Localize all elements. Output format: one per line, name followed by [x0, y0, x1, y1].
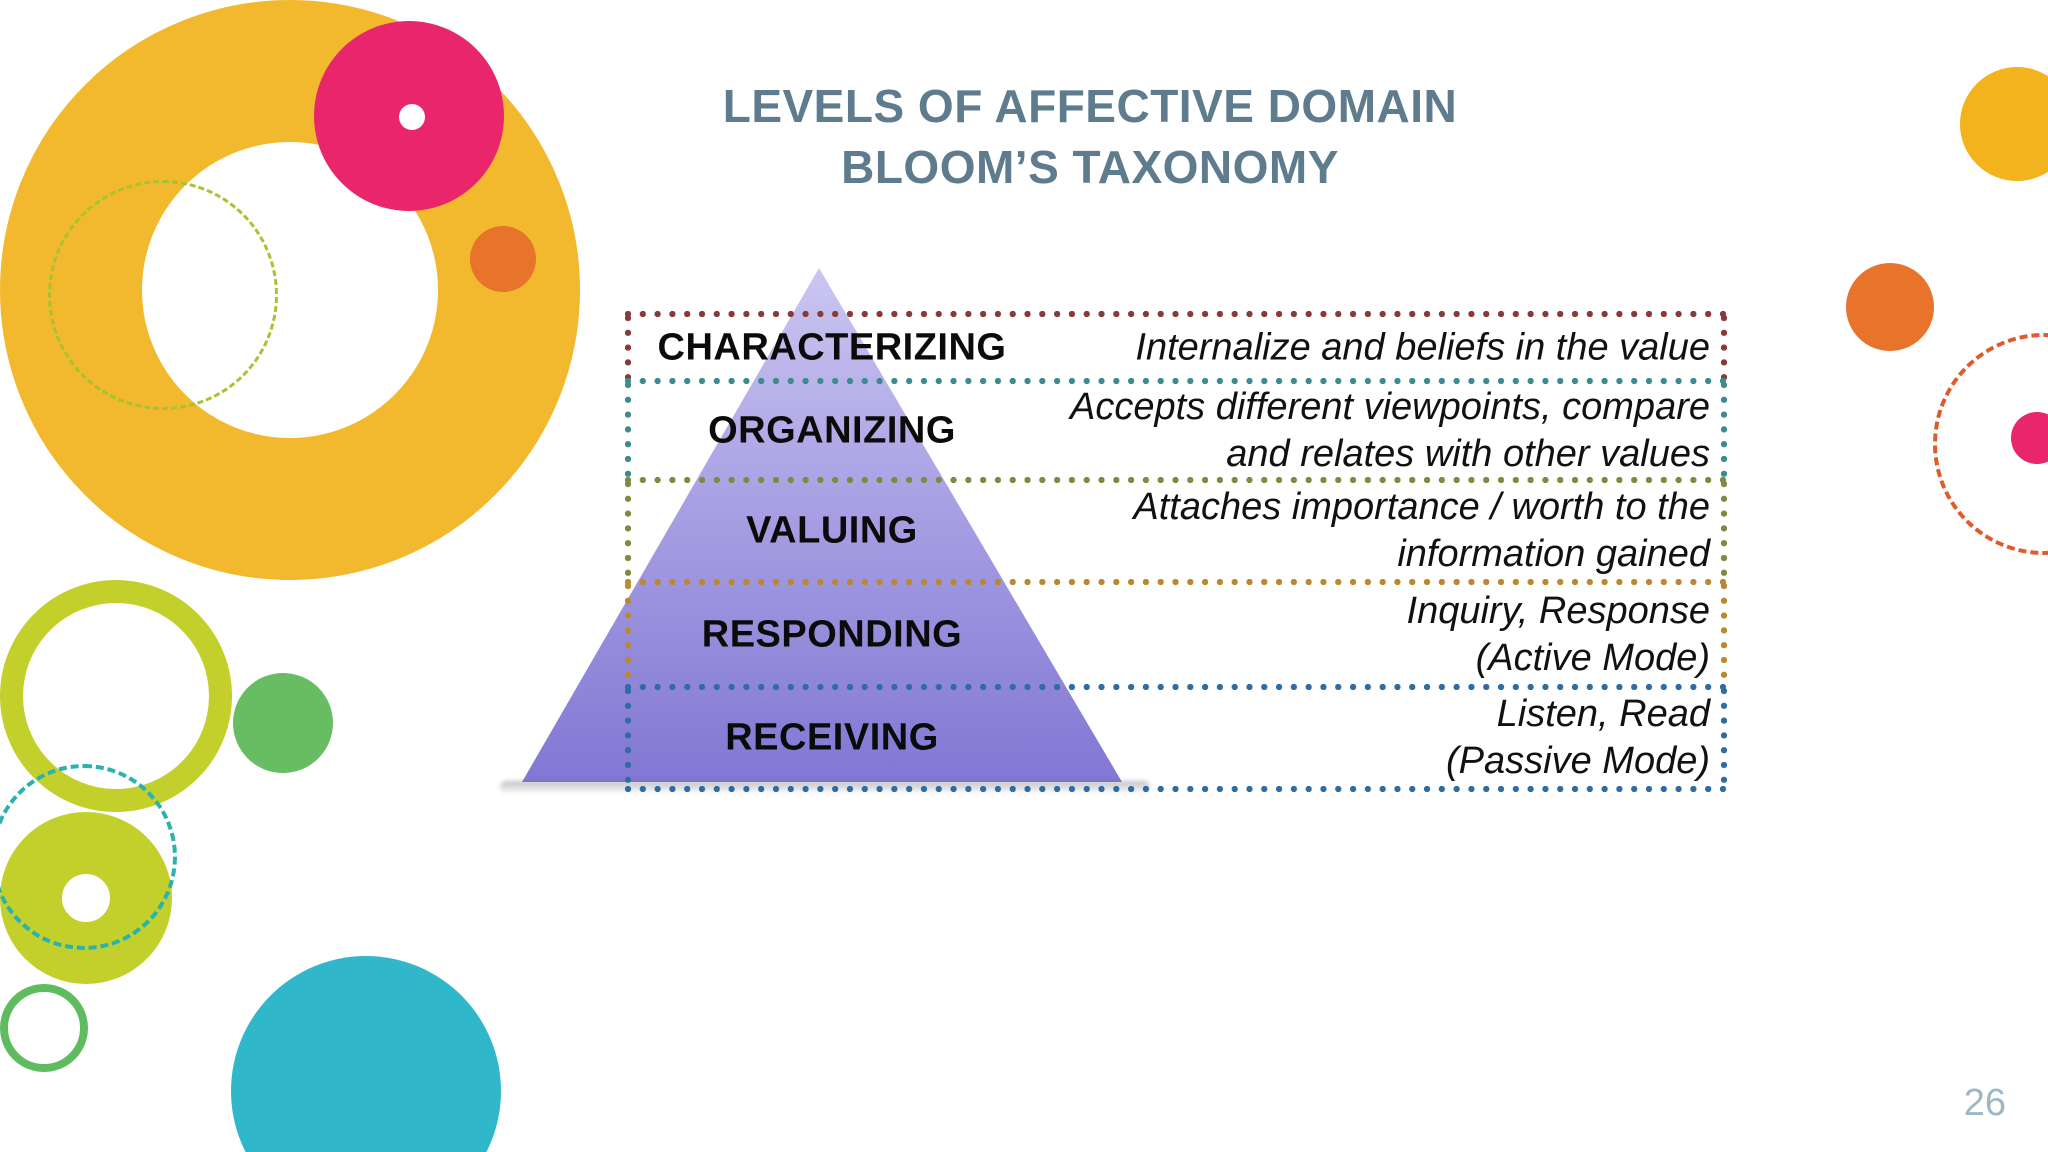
taxonomy-levels-table: CHARACTERIZING Internalize and beliefs i…	[624, 310, 1728, 793]
dashed-circle-yellowgreen	[48, 180, 278, 410]
row-dotted-border-left	[624, 687, 632, 789]
row-dotted-border-top	[624, 476, 1728, 484]
row-dotted-border-left	[624, 314, 632, 381]
chartreuse-ring	[0, 580, 232, 812]
taxonomy-level-label: ORGANIZING	[708, 409, 956, 451]
title-line-2: BLOOM’S TAXONOMY	[841, 141, 1339, 193]
description-line: Inquiry, Response	[1406, 589, 1710, 632]
pink-circle-small	[2011, 412, 2048, 464]
title-line-1: LEVELS OF AFFECTIVE DOMAIN	[722, 80, 1458, 132]
dashed-circle-teal	[0, 764, 177, 950]
page-number: 26	[1963, 1082, 2006, 1124]
description-line: and relates with other values	[1226, 432, 1710, 475]
taxonomy-level-description: Attaches importance / worth to the inform…	[628, 484, 1710, 578]
yellow-circle-top-right	[1960, 67, 2048, 181]
green-ring	[0, 984, 88, 1072]
row-dotted-border-left	[624, 480, 632, 582]
row-dotted-border-top	[624, 578, 1728, 586]
row-dotted-border-right	[1720, 582, 1728, 687]
row-dotted-border-left	[624, 582, 632, 687]
chartreuse-donut-circle	[0, 812, 172, 984]
row-dotted-border-top	[624, 683, 1728, 691]
taxonomy-row: ORGANIZING Accepts different viewpoints,…	[624, 377, 1728, 480]
row-dotted-border-right	[1720, 314, 1728, 381]
row-dotted-border-top	[624, 377, 1728, 385]
taxonomy-level-label: CHARACTERIZING	[657, 326, 1007, 368]
description-line: (Passive Mode)	[1446, 740, 1710, 782]
taxonomy-level-label: RECEIVING	[725, 716, 939, 759]
taxonomy-row: VALUING Attaches importance / worth to t…	[624, 476, 1728, 582]
yellow-donut-circle	[0, 0, 580, 580]
taxonomy-level-label: VALUING	[746, 509, 918, 552]
description-line: Attaches importance / worth to the	[1133, 485, 1710, 528]
description-line: (Active Mode)	[1475, 636, 1710, 679]
taxonomy-level-label: RESPONDING	[701, 613, 963, 655]
green-circle	[233, 673, 333, 773]
taxonomy-row: CHARACTERIZING Internalize and beliefs i…	[624, 310, 1728, 381]
row-dotted-border-left	[624, 381, 632, 480]
description-line: Listen, Read	[1496, 692, 1710, 735]
description-line: Accepts different viewpoints, compare	[1070, 385, 1710, 428]
teal-circle-large	[231, 956, 501, 1152]
taxonomy-level-description: Inquiry, Response(Active Mode)	[628, 587, 1710, 681]
page-title: LEVELS OF AFFECTIVE DOMAIN BLOOM’S TAXON…	[660, 76, 1520, 198]
orange-circle-right	[1846, 263, 1934, 351]
orange-circle-small	[470, 226, 536, 292]
dashed-circle-orange	[1933, 333, 2048, 555]
taxonomy-level-description: Internalize and beliefs in the value	[628, 324, 1710, 371]
description-line: information gained	[1397, 533, 1710, 575]
row-dotted-border-bottom	[624, 785, 1728, 793]
taxonomy-row: RECEIVING Listen, Read (Passive Mode)	[624, 683, 1728, 793]
pink-circle	[314, 21, 504, 211]
taxonomy-row: RESPONDING Inquiry, Response(Active Mode…	[624, 578, 1728, 687]
row-dotted-border-right	[1720, 381, 1728, 480]
row-dotted-border-right	[1720, 480, 1728, 582]
row-dotted-border-top	[624, 310, 1728, 318]
white-dot-icon	[399, 104, 425, 130]
taxonomy-level-description: Listen, Read (Passive Mode)	[628, 691, 1710, 785]
row-dotted-border-right	[1720, 687, 1728, 789]
description-line: Internalize and beliefs in the value	[1135, 325, 1710, 368]
